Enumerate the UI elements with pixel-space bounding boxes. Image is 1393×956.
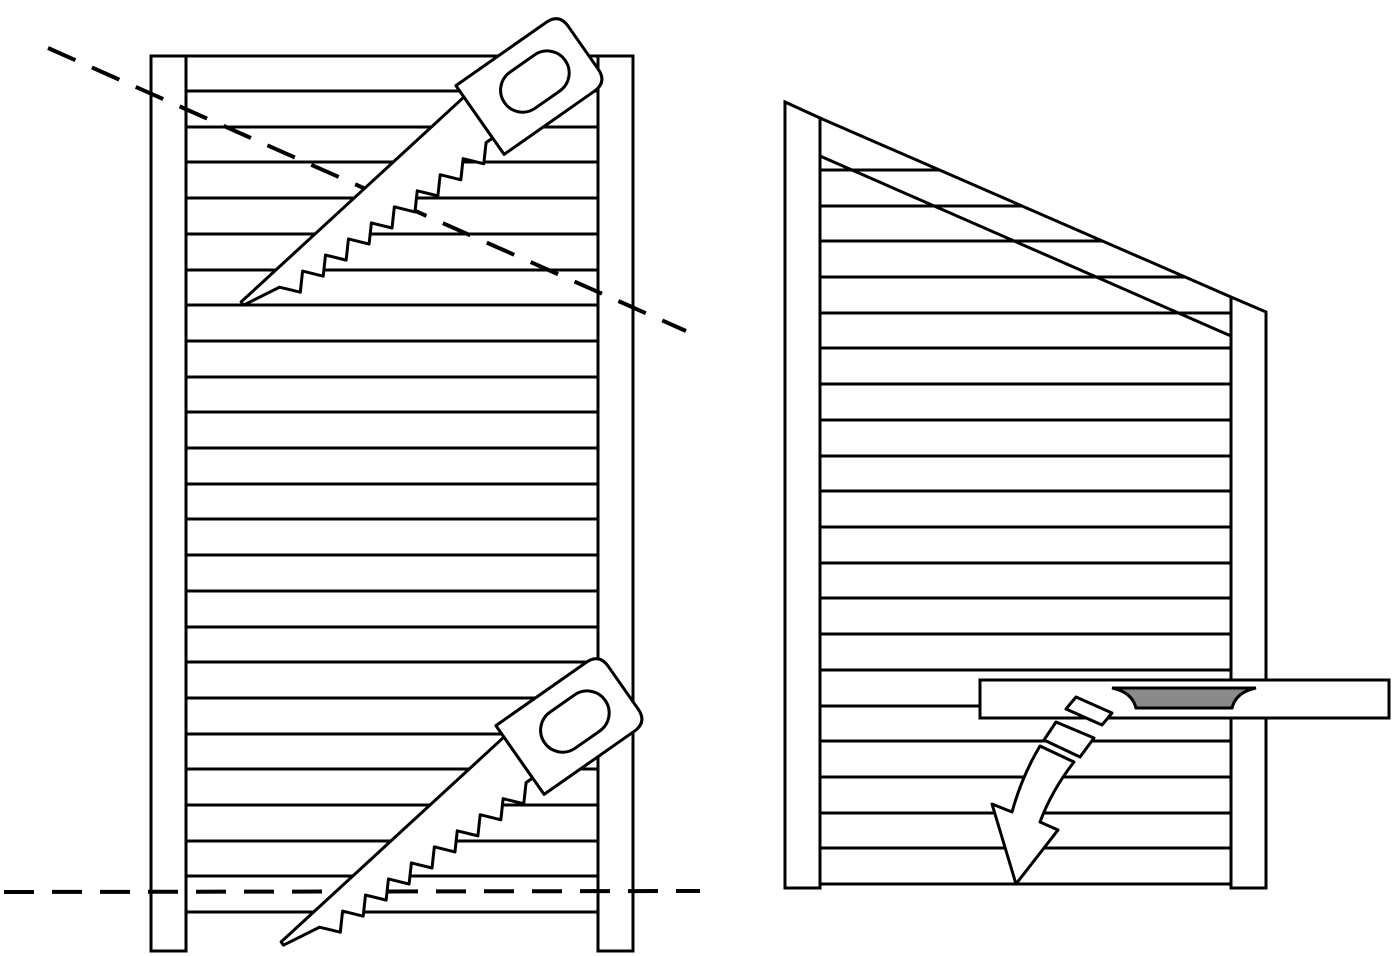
arrow-dash-2	[1042, 720, 1096, 759]
hand-saw-icon	[239, 17, 604, 307]
saw-handle-grip-hole	[539, 689, 611, 754]
saw-blade	[239, 95, 495, 307]
fence-panel-after	[783, 99, 1268, 890]
arrow-down-icon	[990, 695, 1114, 886]
left-post-after	[783, 99, 822, 890]
fence-panel-before	[149, 54, 635, 953]
arrow-head	[990, 744, 1076, 886]
saw-handle-grip-hole	[499, 49, 571, 114]
arrow-dash-1	[1064, 695, 1114, 727]
left-post	[149, 54, 188, 953]
top-slat-edge	[819, 154, 1232, 338]
slats-before	[186, 54, 598, 914]
level-bubble-vial	[1111, 686, 1257, 710]
saw-blade	[279, 735, 535, 947]
right-post	[596, 54, 635, 953]
spirit-level-icon	[978, 678, 1391, 720]
right-post-after	[1229, 294, 1268, 890]
cut-lines	[3, 46, 701, 894]
top-edge	[819, 116, 1232, 299]
hand-saw-icon	[279, 657, 644, 947]
